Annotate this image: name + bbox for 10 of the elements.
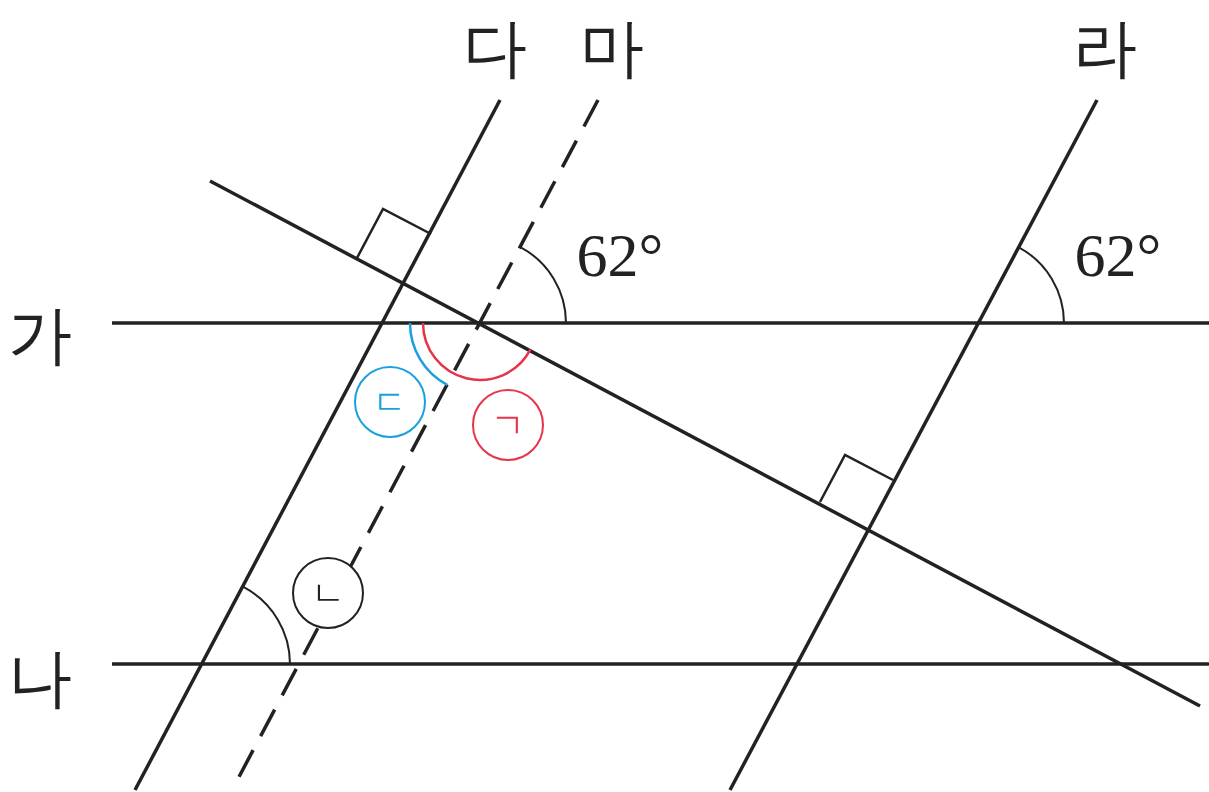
line-label: 다: [463, 16, 527, 80]
circled-angle-label: ㄱ: [472, 389, 544, 461]
line-label: 라: [1073, 16, 1137, 80]
line-label: 마: [580, 16, 644, 80]
angle-label: 62°: [576, 224, 664, 286]
line-label: 나: [8, 646, 72, 710]
angle-label: 62°: [1074, 224, 1162, 286]
circled-angle-label: ㄷ: [354, 366, 426, 438]
line-label: 가: [8, 303, 72, 367]
circled-angle-label: ㄴ: [292, 557, 364, 629]
